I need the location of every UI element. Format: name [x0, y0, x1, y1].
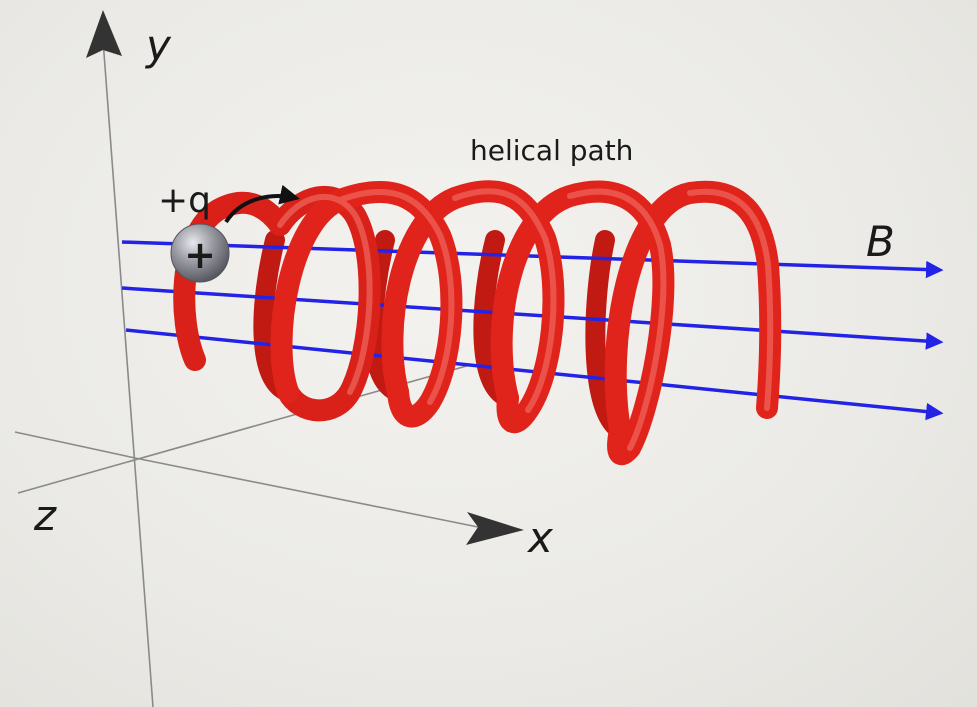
helical-path-label: helical path — [470, 134, 633, 167]
axes — [14, 10, 524, 707]
charged-particle: + — [170, 223, 230, 283]
motion-arrow — [224, 184, 300, 224]
field-label: B — [866, 217, 895, 266]
helix-mesh-highlight — [277, 188, 774, 451]
particle-symbol: + — [184, 233, 216, 277]
axis-back-line — [14, 431, 136, 459]
x-axis-line — [134, 457, 479, 528]
y-axis-arrowhead — [86, 10, 122, 58]
y-axis-line — [102, 39, 154, 707]
x-axis-label: x — [526, 513, 554, 562]
helix-coil-0 — [173, 191, 291, 371]
field-line-1 — [121, 240, 944, 279]
field-line-2 — [121, 286, 944, 350]
charge-label: +q — [158, 180, 211, 221]
x-axis-arrowhead — [466, 512, 524, 545]
particle-sphere — [170, 223, 230, 283]
z-axis-label: z — [33, 491, 57, 540]
y-axis-label: y — [144, 21, 172, 70]
